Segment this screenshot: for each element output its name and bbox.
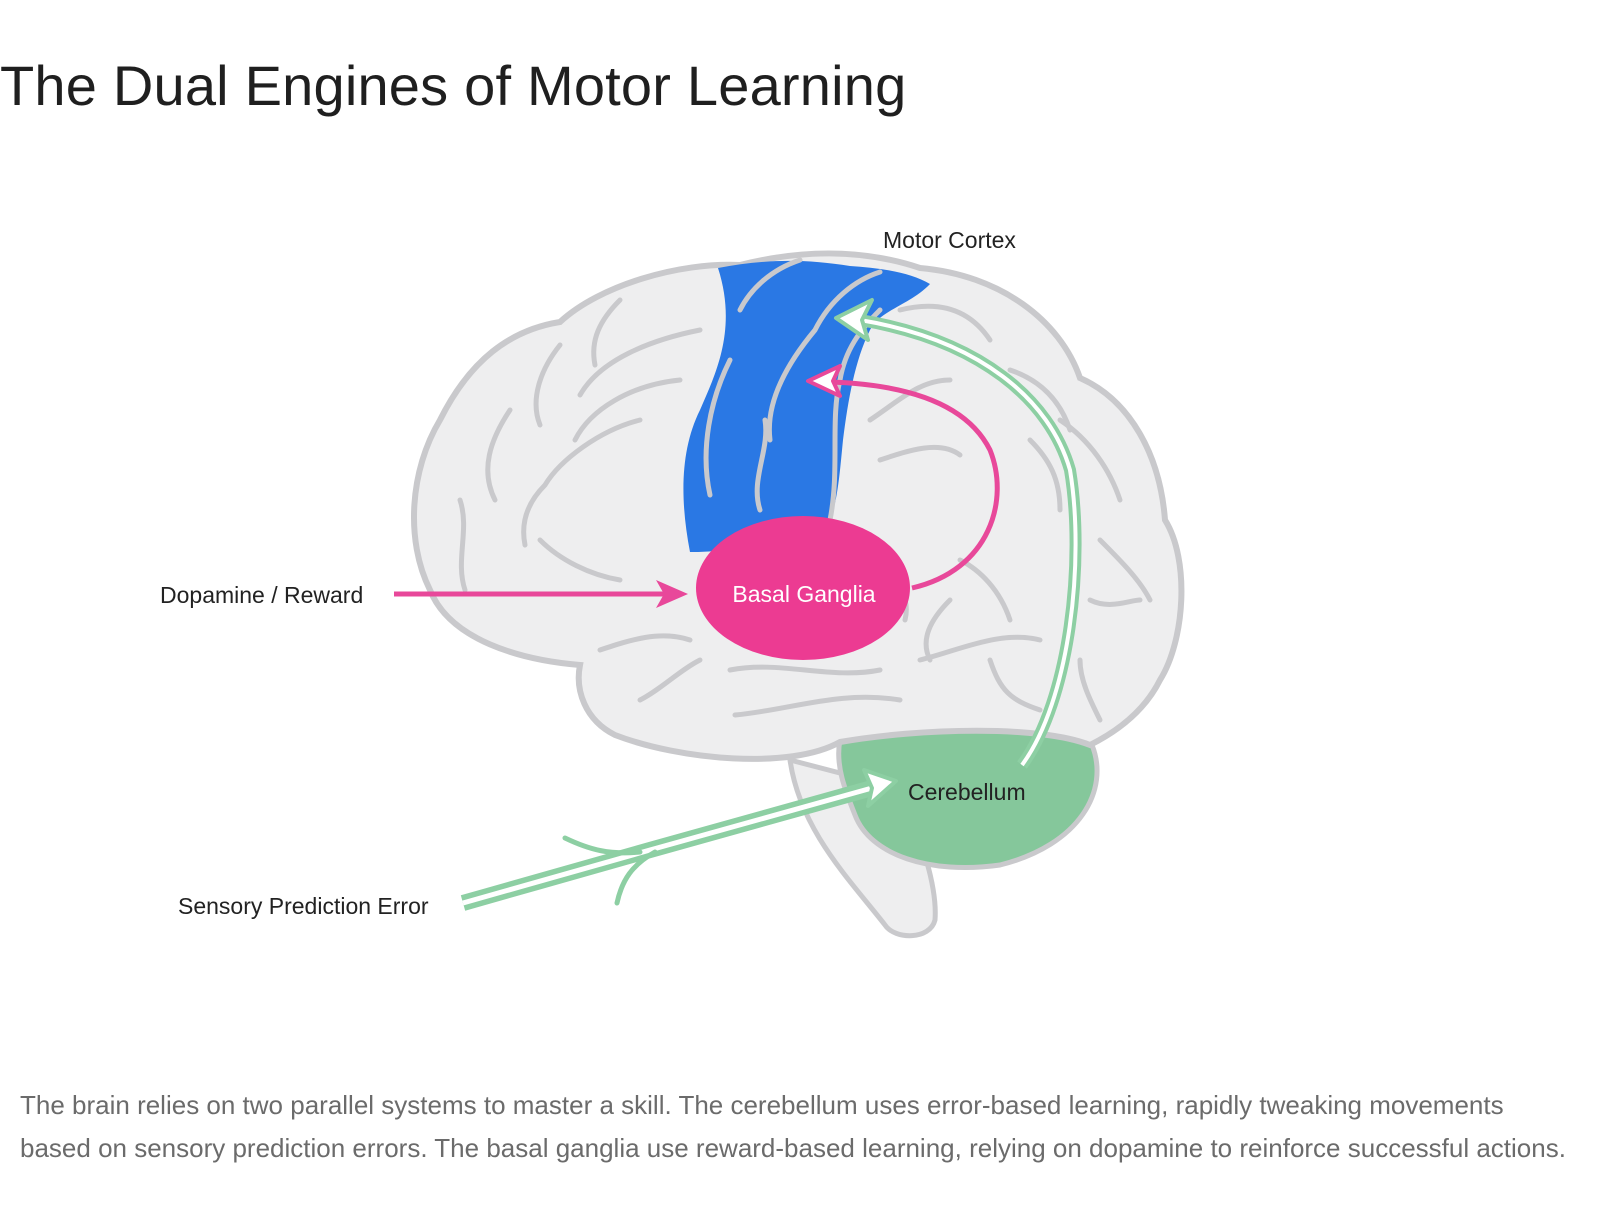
basal-ganglia-region xyxy=(696,516,910,660)
reward-loop-arrowhead xyxy=(806,364,842,398)
sensory-error-feather-top xyxy=(562,835,643,856)
brain-illustration: Motor Cortex Basal Ganglia Cerebellum Do… xyxy=(160,227,1185,939)
error-loop-arrowhead xyxy=(834,298,874,342)
sensory-error-arrow-inner xyxy=(462,785,873,906)
dopamine-arrowhead xyxy=(656,580,688,608)
sensory-error-arrowhead xyxy=(862,768,898,808)
sensory-error-feather-bottom xyxy=(614,849,658,906)
figure-caption: The brain relies on two parallel systems… xyxy=(20,1090,1566,1163)
dopamine-reward-label: Dopamine / Reward xyxy=(160,582,363,608)
reward-loop-arrow xyxy=(829,379,1000,591)
brain-diagram: Motor Cortex Basal Ganglia Cerebellum Do… xyxy=(0,160,1600,1060)
cerebellum-label: Cerebellum xyxy=(908,779,1026,805)
motor-cortex-label: Motor Cortex xyxy=(883,227,1016,253)
motor-cortex-region xyxy=(683,260,930,552)
page-title: The Dual Engines of Motor Learning xyxy=(0,54,907,117)
basal-ganglia-label: Basal Ganglia xyxy=(732,581,875,607)
error-loop-arrow-inner xyxy=(859,318,1078,767)
sensory-prediction-error-label: Sensory Prediction Error xyxy=(178,893,429,919)
